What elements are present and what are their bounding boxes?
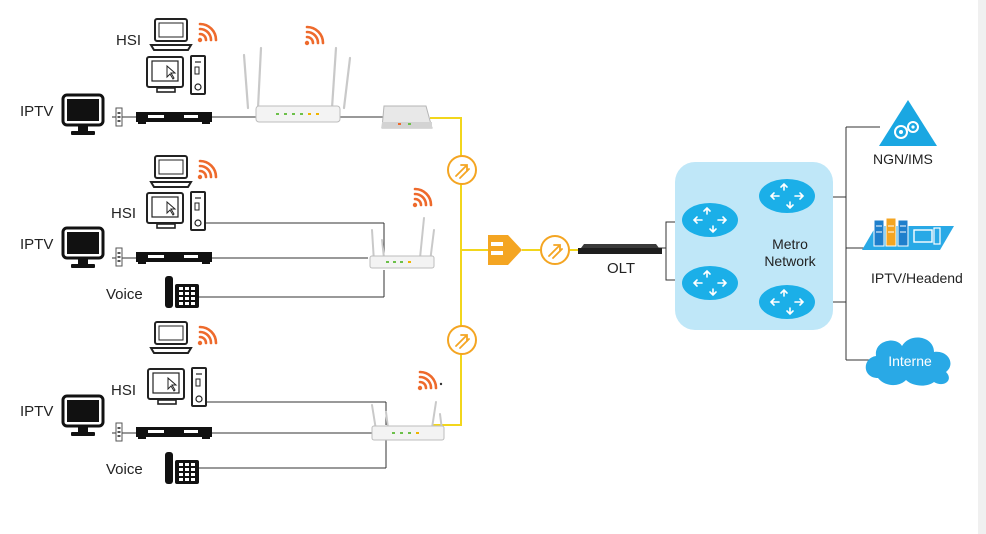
desktop-computer-icon — [146, 191, 206, 231]
laptop-icon — [150, 18, 192, 51]
headend-label: IPTV/Headend — [871, 270, 963, 286]
router-icon — [758, 284, 816, 320]
hsi-label: HSI — [116, 32, 141, 49]
customer-group-3: HSI IPTV Voice — [20, 321, 445, 484]
wifi-signal-icon — [411, 187, 433, 209]
wifi-signal-icon — [416, 370, 438, 392]
ngn-ims-icon — [879, 100, 937, 146]
fiber-repeater-icon — [540, 235, 570, 265]
telephone-icon — [165, 452, 199, 484]
iptv-label: IPTV — [20, 236, 53, 253]
ngn-ims-label: NGN/IMS — [873, 151, 933, 167]
ont-router-icon — [371, 401, 445, 441]
hsi-label: HSI — [111, 205, 136, 222]
tv-monitor-icon — [61, 226, 105, 270]
internet-cloud-icon — [865, 337, 951, 386]
olt-device-icon — [578, 244, 662, 254]
internet-label: Interne — [888, 353, 932, 369]
set-top-box-icon — [115, 247, 213, 267]
router-icon — [681, 202, 739, 238]
laptop-icon — [150, 321, 192, 354]
ont-router-icon — [369, 217, 435, 269]
right-edge-panel — [978, 0, 986, 534]
olt-label: OLT — [607, 260, 635, 277]
desktop-computer-icon — [147, 367, 207, 407]
desktop-computer-icon — [146, 55, 206, 95]
wifi-signal-icon — [196, 325, 218, 347]
telephone-icon — [165, 276, 199, 308]
tv-monitor-icon — [61, 93, 105, 137]
headend-server-icon — [862, 217, 954, 250]
home-router-icon — [242, 46, 352, 123]
laptop-icon — [150, 155, 192, 188]
voice-label: Voice — [106, 286, 143, 303]
hsi-label: HSI — [111, 382, 136, 399]
tv-monitor-icon — [61, 394, 105, 438]
iptv-label: IPTV — [20, 103, 53, 120]
metro-network-label-line1: Metro — [772, 236, 808, 252]
wifi-signal-icon — [303, 25, 325, 47]
iptv-label: IPTV — [20, 403, 53, 420]
router-icon — [758, 178, 816, 214]
customer-group-2: HSI IPTV Voice — [20, 155, 435, 308]
dot-mark — [439, 382, 443, 386]
ont-router-icon — [381, 105, 433, 129]
set-top-box-icon — [115, 422, 213, 442]
router-icon — [681, 265, 739, 301]
fiber-repeater-icon — [447, 325, 477, 355]
wifi-signal-icon — [196, 159, 218, 181]
metro-network-label-line2: Network — [764, 253, 816, 269]
wifi-signal-icon — [196, 22, 218, 44]
optical-splitter-icon — [488, 235, 522, 265]
customer-group-1: HSI IPTV — [20, 18, 433, 137]
voice-label: Voice — [106, 461, 143, 478]
fiber-repeater-icon — [447, 155, 477, 185]
